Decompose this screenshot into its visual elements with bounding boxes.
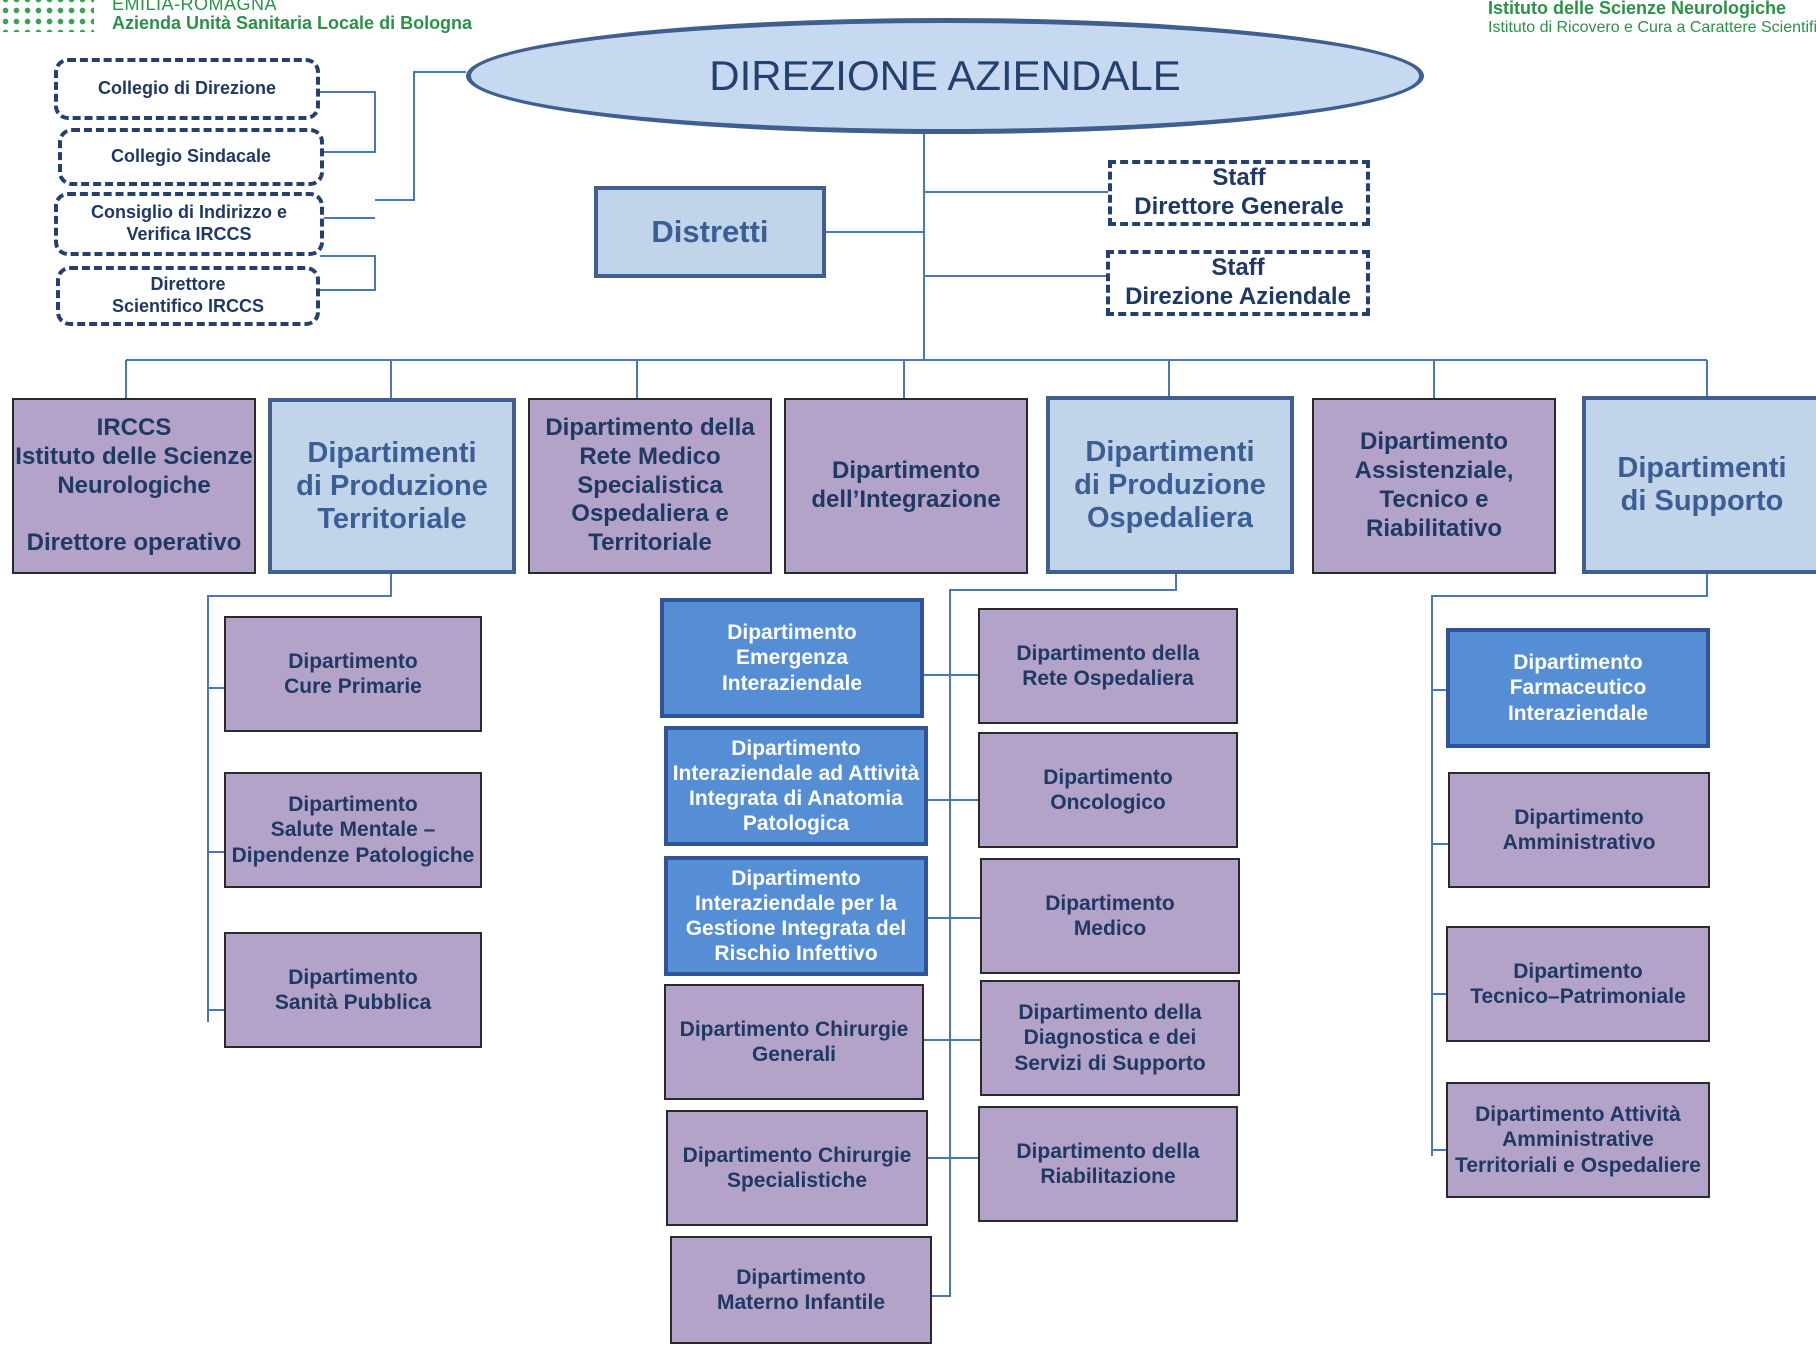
supporto-branch	[1431, 572, 1708, 1156]
dipartimento-medico-box: Dipartimento Medico	[980, 858, 1240, 974]
collegi-link-1	[320, 91, 376, 153]
distretti-box: Distretti	[594, 186, 826, 278]
staff-direzione-aziendale-box: Staff Direzione Aziendale	[1106, 250, 1370, 316]
logo-istituto-subtitle: Istituto di Ricovero e Cura a Carattere …	[1488, 19, 1816, 36]
dipartimento-rete-ospedaliera-box: Dipartimento della Rete Ospedaliera	[978, 608, 1238, 724]
dipartimento-oncologico-box: Dipartimento Oncologico	[978, 732, 1238, 848]
collegi-bracket-line	[375, 71, 466, 201]
dipartimenti-produzione-territoriale-box: Dipartimenti di Produzione Territoriale	[268, 398, 516, 574]
dipartimento-sanita-pubblica-box: Dipartimento Sanità Pubblica	[224, 932, 482, 1048]
dipartimento-rischio-infettivo-box: Dipartimento Interaziendale per la Gesti…	[664, 856, 928, 976]
dipartimento-rete-medico-specialistica-box: Dipartimento della Rete Medico Specialis…	[528, 398, 772, 574]
staff-direttore-generale-box: Staff Direttore Generale	[1108, 160, 1370, 226]
logo-istituto: Istituto delle Scienze Neurologiche Isti…	[1488, 0, 1816, 37]
logo-region-text: EMILIA-ROMAGNA	[112, 0, 278, 14]
dipartimento-amministrativo-box: Dipartimento Amministrativo	[1448, 772, 1710, 888]
dipartimento-anatomia-patologica-box: Dipartimento Interaziendale ad Attività …	[664, 726, 928, 846]
collegio-sindacale-box: Collegio Sindacale	[58, 128, 324, 186]
dipartimento-diagnostica-box: Dipartimento della Diagnostica e dei Ser…	[980, 980, 1240, 1096]
logo-istituto-name: Istituto delle Scienze Neurologiche	[1488, 0, 1787, 18]
collegio-direzione-box: Collegio di Direzione	[54, 58, 320, 120]
dipartimento-integrazione-box: Dipartimento dell’Integrazione	[784, 398, 1028, 574]
collegi-link-3	[320, 255, 376, 291]
territoriale-branch	[207, 572, 392, 1022]
direzione-aziendale-ellipse: DIREZIONE AZIENDALE	[466, 18, 1424, 134]
dipartimenti-produzione-ospedaliera-box: Dipartimenti di Produzione Ospedaliera	[1046, 396, 1294, 574]
dipartimento-tecnico-patrimoniale-box: Dipartimento Tecnico–Patrimoniale	[1446, 926, 1710, 1042]
dipartimento-attivita-amministrative-box: Dipartimento Attività Amministrative Ter…	[1446, 1082, 1710, 1198]
dipartimento-riabilitazione-box: Dipartimento della Riabilitazione	[978, 1106, 1238, 1222]
dipartimenti-supporto-box: Dipartimenti di Supporto	[1582, 396, 1816, 574]
dipartimento-chirurgie-generali-box: Dipartimento Chirurgie Generali	[664, 984, 924, 1100]
dipartimento-chirurgie-specialistiche-box: Dipartimento Chirurgie Specialistiche	[666, 1110, 928, 1226]
dipartimento-salute-mentale-box: Dipartimento Salute Mentale – Dipendenze…	[224, 772, 482, 888]
direttore-scientifico-box: Direttore Scientifico IRCCS	[56, 266, 320, 326]
ospedaliera-branch	[924, 572, 1177, 1297]
irccs-box: IRCCS Istituto delle Scienze Neurologich…	[12, 398, 256, 574]
dipartimento-cure-primarie-box: Dipartimento Cure Primarie	[224, 616, 482, 732]
consiglio-indirizzo-box: Consiglio di Indirizzo e Verifica IRCCS	[54, 192, 324, 256]
dipartimento-materno-infantile-box: Dipartimento Materno Infantile	[670, 1236, 932, 1344]
logo-dots-icon	[0, 0, 94, 32]
dipartimento-farmaceutico-box: Dipartimento Farmaceutico Interaziendale	[1446, 628, 1710, 748]
dipartimento-assistenziale-box: Dipartimento Assistenziale, Tecnico e Ri…	[1312, 398, 1556, 574]
logo-org-text: Azienda Unità Sanitaria Locale di Bologn…	[112, 13, 473, 33]
dipartimento-emergenza-box: Dipartimento Emergenza Interaziendale	[660, 598, 924, 718]
